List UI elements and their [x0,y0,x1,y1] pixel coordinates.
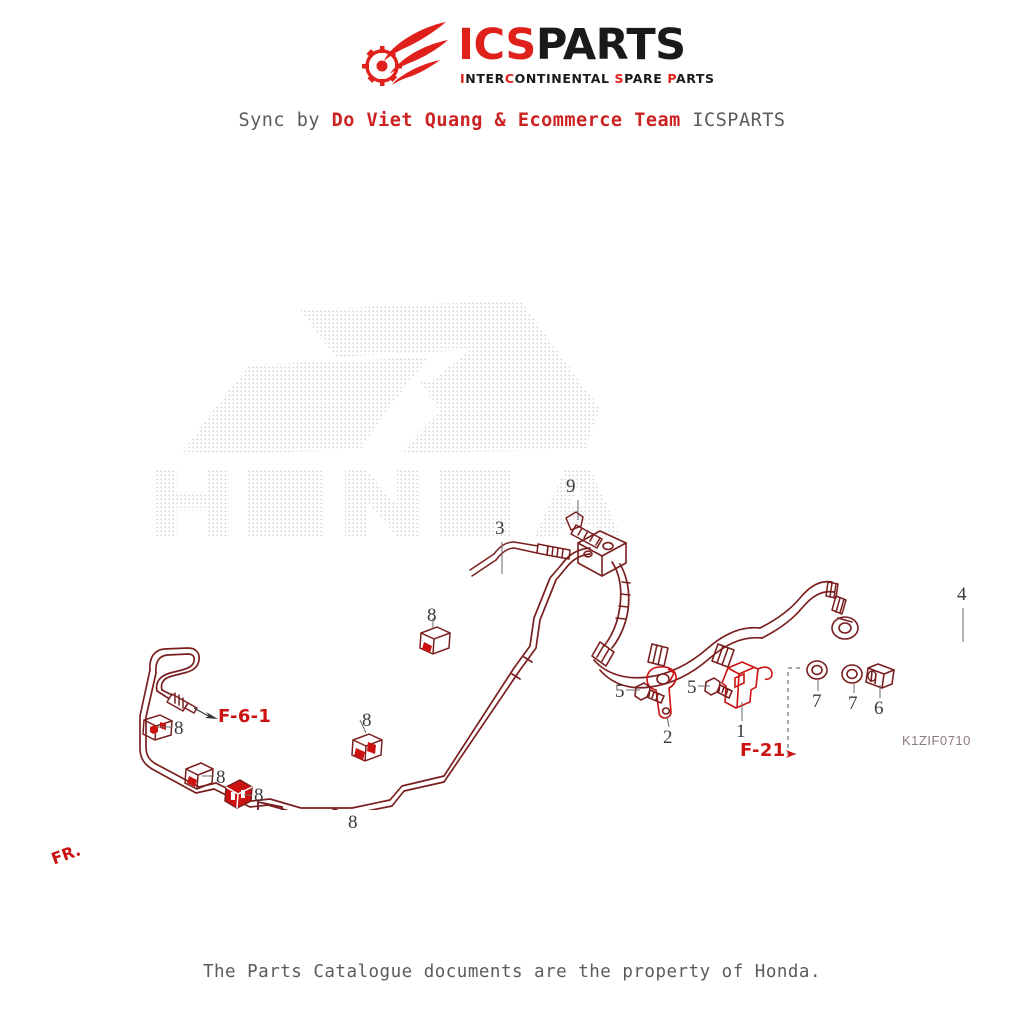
bracket-2 [646,666,677,719]
brand-wordmark: ICSPARTS [458,22,686,68]
front-direction-label: FR. [48,840,84,869]
callout-5-b: 5 [687,677,697,698]
clip-8-f [331,808,339,810]
brand-wordmark-parts: PARTS [535,20,686,70]
bolt-5-a [634,682,666,705]
tagline-seg-8: ARTS [675,71,715,86]
clip-group [142,626,451,810]
callout-8-b: 8 [174,718,184,739]
clip-8-e [224,779,253,809]
brand-logo: ICSPARTS INTERCONTINENTAL SPARE PARTS [360,18,714,90]
callout-7-a: 7 [812,691,822,712]
bracket-group [634,661,773,719]
clip-8-c [351,733,383,762]
tagline-seg-5: S [614,71,625,86]
washer-7-a [806,660,828,680]
brand-tagline: INTERCONTINENTAL SPARE PARTS [460,71,715,86]
parts-diagram-svg [139,300,964,810]
fuel-line-assembly [139,511,859,810]
page-header: ICSPARTS INTERCONTINENTAL SPARE PARTS Sy… [0,0,1024,150]
f21-arrow-icon [786,750,796,758]
copyright-notice: The Parts Catalogue documents are the pr… [202,962,821,982]
banjo-bolt-6 [865,663,895,689]
callout-6: 6 [874,698,884,719]
tagline-seg-7: P [667,71,676,86]
callout-8-d: 8 [216,767,226,788]
bolt-9 [565,511,603,549]
tagline-seg-4: ONTINENTAL [514,71,615,86]
parts-diagram: 9 3 8 4 5 5 7 7 6 8 8 2 1 8 8 8 F-6-1 F-… [0,150,1024,868]
callout-8-e: 8 [254,785,264,806]
winged-gear-icon [362,22,448,86]
callout-5-a: 5 [615,681,625,702]
washer-bolt-group [806,660,895,689]
sync-suffix: ICSPARTS [680,110,786,131]
bolt-5-b [704,677,734,700]
honda-watermark [155,300,621,536]
washer-7-b [841,664,863,684]
tagline-seg-2: NTER [465,71,505,86]
callout-9: 9 [566,476,576,497]
sync-team-name: Do Viet Quang & Ecommerce Team [331,110,681,131]
callout-4: 4 [957,584,967,605]
f61-arrow-icon [205,712,218,719]
reference-f-6-1[interactable]: F-6-1 [218,706,272,727]
sync-credit-line: Sync by Do Viet Quang & Ecommerce Team I… [0,110,1024,131]
clip-8-a [142,714,173,741]
tagline-seg-6: PARE [624,71,668,86]
callout-3: 3 [495,518,505,539]
brand-wordmark-ics: ICS [458,20,536,70]
f21-leader [787,667,800,755]
clip-8-d [184,762,214,790]
diagram-code: K1ZIF0710 [902,733,971,748]
clip-8-b [419,626,451,655]
callout-8-a: 8 [427,605,437,626]
sync-prefix: Sync by [238,110,332,131]
leader-lines [158,500,964,796]
tagline-seg-3: C [504,71,515,86]
reference-f-21[interactable]: F-21 [740,740,786,761]
bracket-1 [721,661,773,709]
callout-8-c: 8 [362,710,372,731]
callout-1: 1 [736,721,746,742]
callout-8-f: 8 [348,812,358,833]
callout-7-b: 7 [848,693,858,714]
tagline-seg-1: I [460,71,466,86]
callout-2: 2 [663,727,673,748]
